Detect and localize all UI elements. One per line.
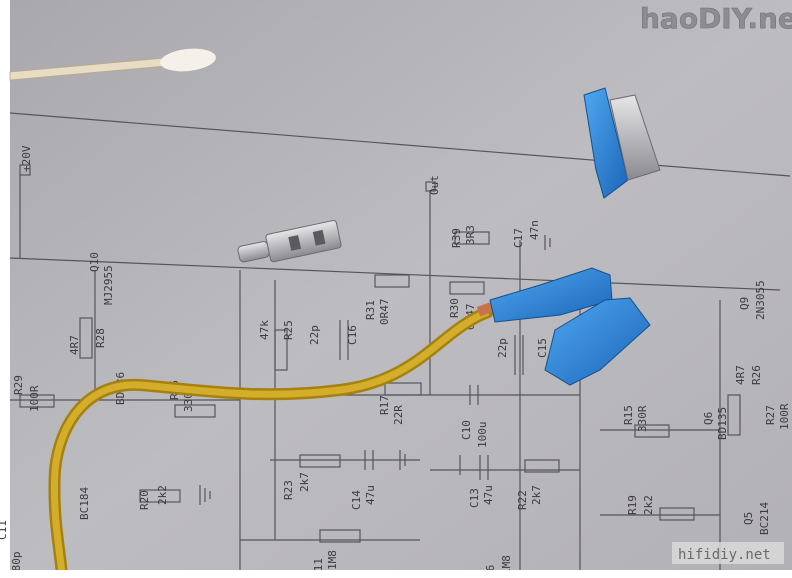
- schematic-traces: [9, 112, 791, 570]
- schematic-label: R27: [764, 405, 777, 425]
- schematic-label: 47u: [364, 485, 377, 505]
- schematic-label: 22R: [392, 405, 405, 425]
- watermark-haodiy: haoDIY.net: [640, 2, 792, 35]
- schematic-label: R17: [378, 395, 391, 415]
- schematic-label: BD135: [716, 407, 729, 440]
- schematic-label: 22p: [496, 338, 509, 358]
- blue-connector-wire: [489, 267, 613, 323]
- schematic-label: Out: [428, 175, 441, 195]
- schematic-label: 47n: [528, 220, 541, 240]
- schematic-label: C10: [460, 420, 473, 440]
- schematic-label: C11: [0, 520, 9, 540]
- schematic-label: BC214: [758, 502, 771, 535]
- schematic-label: R39: [450, 228, 463, 248]
- schematic-label: 22p: [308, 325, 321, 345]
- schematic-label: 47u: [482, 485, 495, 505]
- schematic-label: MJ2955: [102, 265, 115, 305]
- schematic-label: C16: [346, 325, 359, 345]
- metal-crimp-connector: [237, 219, 342, 263]
- schematic-label: 4R7: [734, 365, 747, 385]
- schematic-label: 330R: [636, 405, 649, 432]
- schematic-label: R29: [12, 375, 25, 395]
- schematic-label: 0R47: [378, 299, 391, 326]
- schematic-label: 3R3: [464, 225, 477, 245]
- schematic-label: R22: [516, 490, 529, 510]
- schematic-label: 2k2: [156, 485, 169, 505]
- schematic-label: 2k2: [642, 495, 655, 515]
- blue-connector-loose: [544, 297, 651, 386]
- schematic-label: R20: [138, 490, 151, 510]
- schematic-label: R31: [364, 300, 377, 320]
- blue-connector-top: [583, 87, 661, 199]
- schematic-label: Q10: [88, 252, 101, 272]
- schematic-label: 100u: [476, 422, 489, 449]
- schematic-label: R15: [622, 405, 635, 425]
- schematic-label: R23: [282, 480, 295, 500]
- schematic-label: 1M8: [326, 550, 339, 570]
- schematic-label: 2k7: [530, 485, 543, 505]
- schematic-label: C17: [512, 228, 525, 248]
- schematic-label: BC184: [78, 487, 91, 520]
- schematic-label: +20V: [20, 145, 33, 172]
- cotton-swab: [9, 48, 216, 81]
- schematic-label: C15: [536, 338, 549, 358]
- schematic-label: 2k7: [298, 472, 311, 492]
- schematic-label: C13: [468, 488, 481, 508]
- schematic-label: Q9: [738, 297, 751, 310]
- schematic-label: 4R7: [68, 335, 81, 355]
- schematic-label: 47k: [258, 320, 271, 340]
- copper-wire-end: [476, 301, 496, 317]
- schematic-label: R30: [448, 298, 461, 318]
- schematic-label: Q6: [702, 412, 715, 425]
- schematic-label: 100R: [778, 403, 791, 430]
- schematic-label: R28: [94, 328, 107, 348]
- schematic-label: R19: [626, 495, 639, 515]
- schematic-label: R25: [282, 320, 295, 340]
- schematic-label: 2N3055: [754, 280, 767, 320]
- schematic-label: R26: [750, 365, 763, 385]
- schematic-label: 100R: [28, 385, 41, 412]
- schematic-label: C14: [350, 490, 363, 510]
- schematic-paper: [10, 0, 792, 570]
- schematic-label: Q5: [742, 512, 755, 525]
- watermark-hifidiy: hifidiy.net: [678, 547, 771, 563]
